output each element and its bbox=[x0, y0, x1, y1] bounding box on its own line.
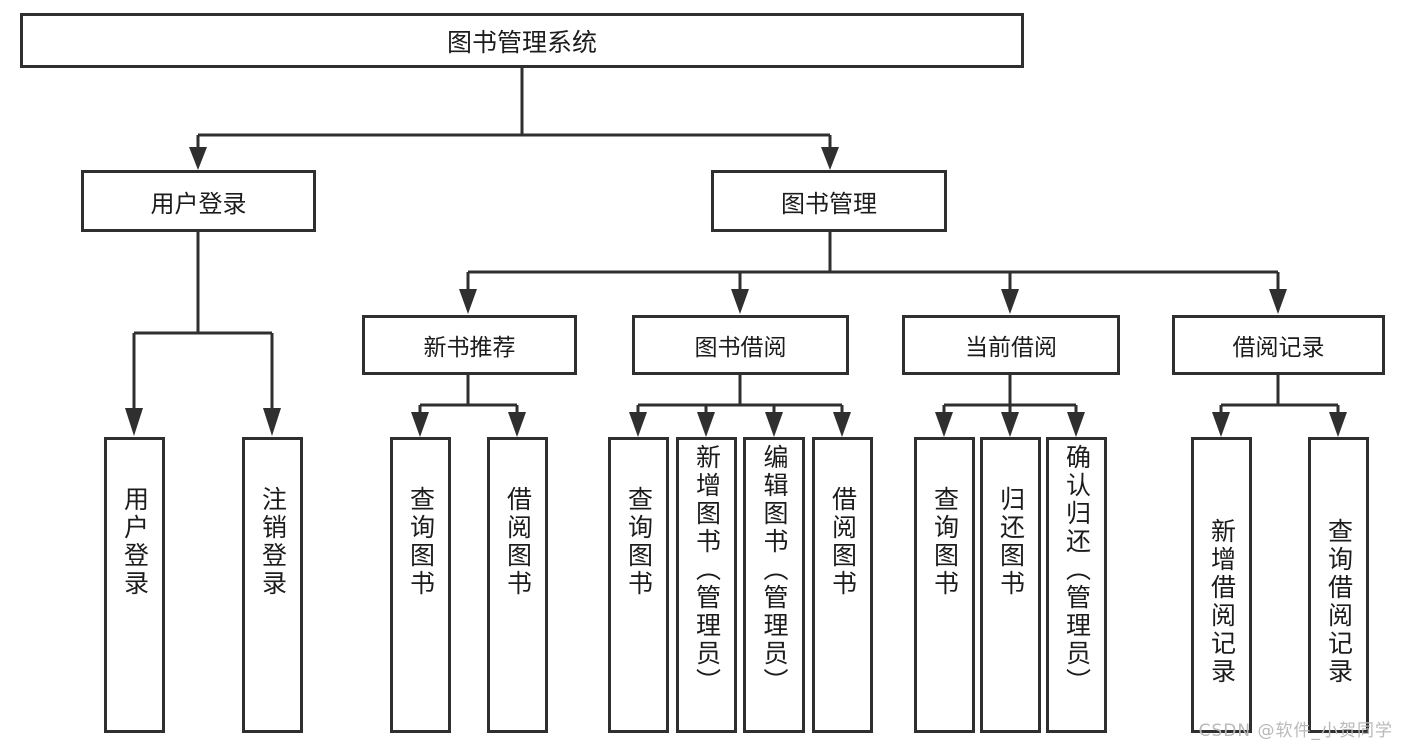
leaf-label: 查询借阅记录 bbox=[1324, 518, 1354, 686]
csdn-watermark: CSDN @软件_小贺同学 bbox=[1198, 721, 1393, 741]
leaf-query-books-borrow[interactable]: 查询图书 bbox=[608, 437, 669, 733]
leaf-borrow-books-recommend[interactable]: 借阅图书 bbox=[487, 437, 548, 733]
leaf-label: 编辑图书（管理员） bbox=[760, 444, 789, 696]
leaf-edit-book-admin[interactable]: 编辑图书（管理员） bbox=[743, 437, 805, 733]
leaf-user-login[interactable]: 用户登录 bbox=[104, 437, 165, 733]
leaf-query-books-current[interactable]: 查询图书 bbox=[914, 437, 975, 733]
node-new-book-recommend[interactable]: 新书推荐 bbox=[362, 315, 577, 375]
leaf-query-borrow-record[interactable]: 查询借阅记录 bbox=[1308, 437, 1369, 733]
leaf-label: 归还图书 bbox=[996, 486, 1026, 598]
node-current-borrow[interactable]: 当前借阅 bbox=[902, 315, 1120, 375]
node-book-management[interactable]: 图书管理 bbox=[711, 170, 947, 232]
leaf-add-book-admin[interactable]: 新增图书（管理员） bbox=[676, 437, 737, 733]
leaf-label: 查询图书 bbox=[406, 486, 436, 598]
leaf-label: 新增图书（管理员） bbox=[692, 444, 722, 696]
leaf-label: 用户登录 bbox=[120, 486, 150, 598]
leaf-label: 确认归还（管理员） bbox=[1062, 444, 1092, 696]
node-book-borrow[interactable]: 图书借阅 bbox=[632, 315, 849, 375]
leaf-user-logout[interactable]: 注销登录 bbox=[242, 437, 303, 733]
leaf-query-books-recommend[interactable]: 查询图书 bbox=[390, 437, 451, 733]
node-user-login[interactable]: 用户登录 bbox=[81, 170, 316, 232]
leaf-label: 注销登录 bbox=[258, 486, 288, 598]
leaf-confirm-return-admin[interactable]: 确认归还（管理员） bbox=[1046, 437, 1107, 733]
leaf-label: 借阅图书 bbox=[828, 486, 858, 598]
leaf-add-borrow-record[interactable]: 新增借阅记录 bbox=[1191, 437, 1252, 733]
node-root-system[interactable]: 图书管理系统 bbox=[20, 13, 1024, 68]
leaf-label: 新增借阅记录 bbox=[1207, 518, 1237, 686]
leaf-return-books[interactable]: 归还图书 bbox=[980, 437, 1041, 733]
node-borrow-records[interactable]: 借阅记录 bbox=[1172, 315, 1385, 375]
leaf-borrow-books[interactable]: 借阅图书 bbox=[812, 437, 873, 733]
leaf-label: 借阅图书 bbox=[503, 486, 533, 598]
leaf-label: 查询图书 bbox=[930, 486, 960, 598]
leaf-label: 查询图书 bbox=[624, 486, 654, 598]
